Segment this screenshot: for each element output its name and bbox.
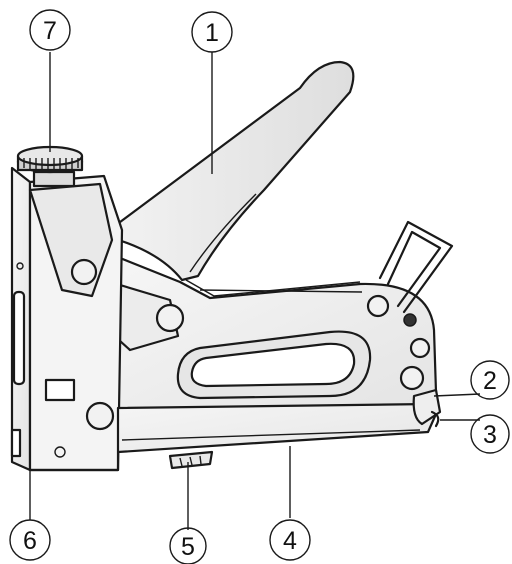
callout-7: 7: [29, 9, 71, 51]
callout-4: 4: [269, 519, 311, 561]
leader-lines: [29, 52, 481, 530]
callout-1-number: 1: [205, 19, 219, 47]
callout-7-number: 7: [43, 17, 57, 45]
callout-3-number: 3: [483, 421, 497, 449]
callout-6-number: 6: [23, 527, 37, 555]
slider-button: [168, 450, 214, 470]
leader-2: [433, 393, 481, 397]
callout-2-number: 2: [483, 367, 497, 395]
grip-slot: [176, 330, 372, 400]
locking-bail: [378, 220, 454, 314]
callout-5-number: 5: [181, 533, 195, 561]
callout-3: 3: [470, 414, 510, 454]
adjustment-knob: [16, 145, 84, 188]
callout-4-number: 4: [283, 527, 297, 555]
rivets: [54, 258, 431, 458]
lever-handle: [110, 60, 355, 282]
callout-1: 1: [191, 11, 233, 53]
callout-5: 5: [169, 527, 207, 564]
callout-6: 6: [9, 519, 51, 561]
callout-2: 2: [470, 360, 510, 400]
magazine-latch: [412, 388, 442, 428]
